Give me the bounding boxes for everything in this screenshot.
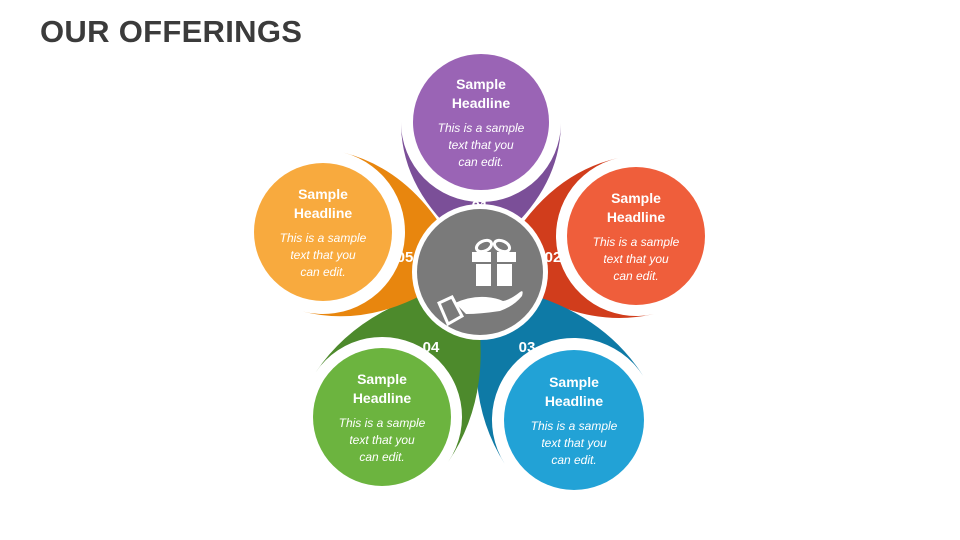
petal-inner-circle (567, 167, 705, 305)
petal-shape (400, 121, 561, 243)
petal-inner-circle (313, 348, 451, 486)
petal-inner-circle (413, 54, 549, 190)
gift-in-hand-icon (437, 238, 523, 327)
petal-number: 03 (519, 339, 536, 356)
center-hub (412, 204, 548, 340)
petal-shape (476, 288, 644, 464)
petal-shape (315, 287, 481, 462)
slide-title: OUR OFFERINGS (40, 14, 303, 49)
petal-number: 02 (545, 249, 562, 266)
petal-number: 05 (397, 249, 414, 266)
petal-inner-circle (504, 350, 644, 490)
petal-number: 04 (423, 339, 440, 356)
petal-inner-circle (254, 163, 392, 301)
